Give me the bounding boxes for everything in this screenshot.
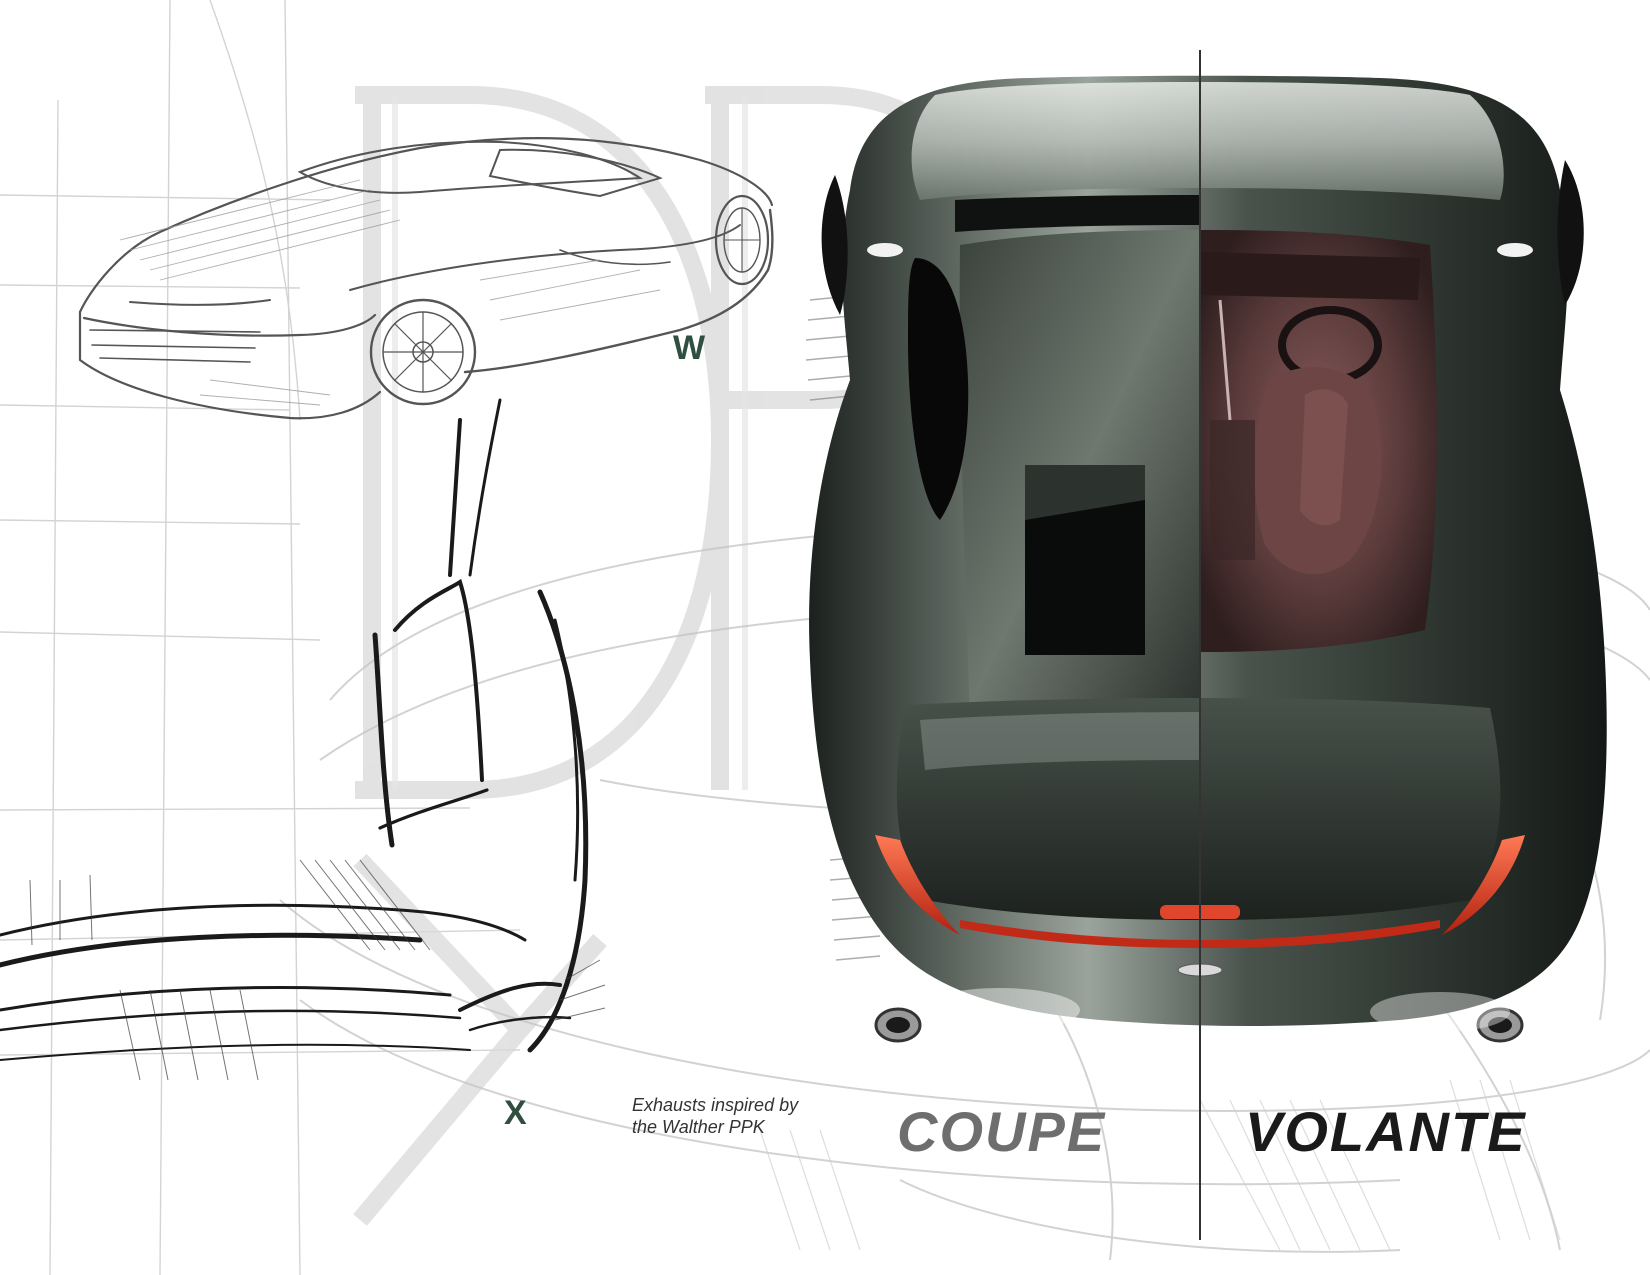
exhaust-caption: Exhausts inspired by the Walther PPK: [632, 1094, 862, 1138]
volante-title: VOLANTE: [1245, 1100, 1527, 1163]
caption-line-2: the Walther PPK: [632, 1117, 765, 1137]
sketch-label-w: W: [673, 329, 706, 367]
caption-line-1: Exhausts inspired by: [632, 1095, 799, 1115]
coupe-title: COUPE: [897, 1100, 1107, 1163]
sketch-label-x: X: [504, 1094, 527, 1132]
